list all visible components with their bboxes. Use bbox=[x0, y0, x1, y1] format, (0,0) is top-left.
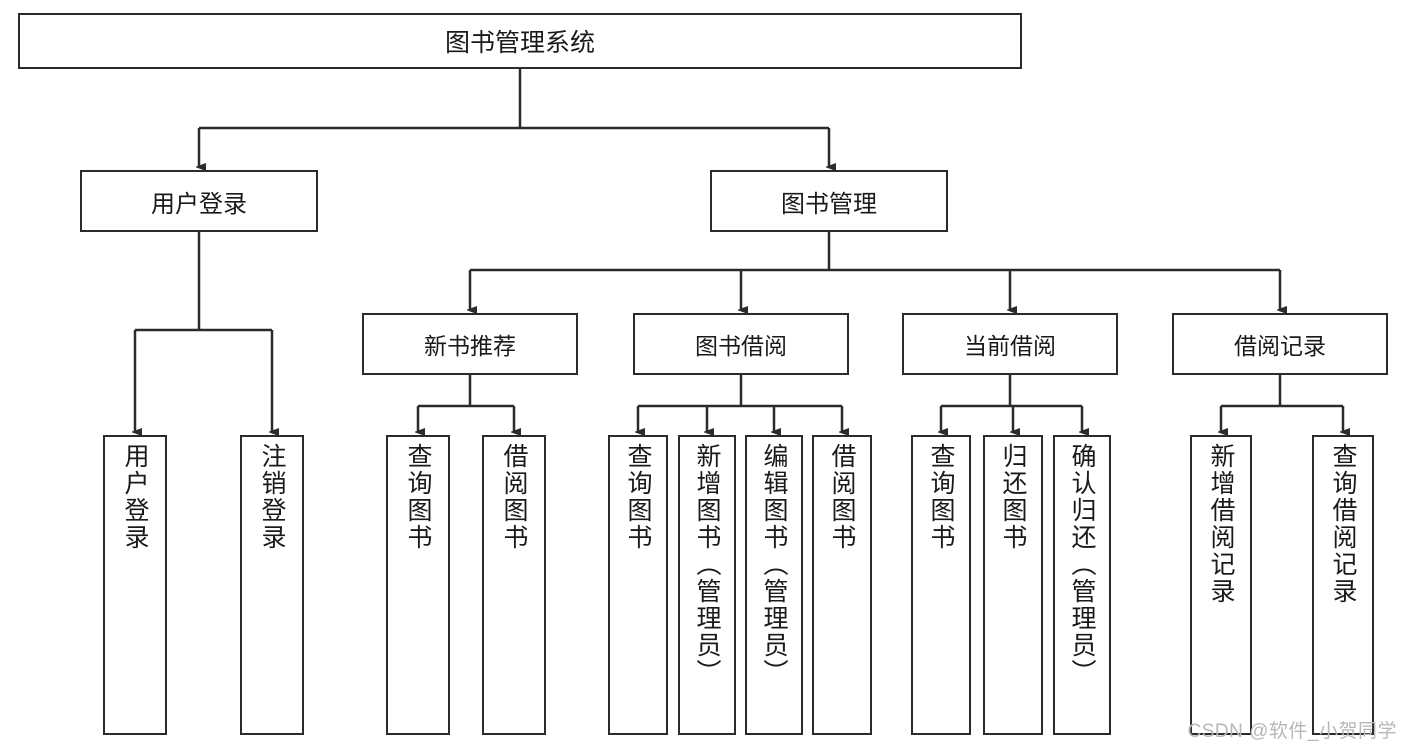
node-label-vertical: 借阅图书 bbox=[828, 443, 856, 551]
node-label: 图书借阅 bbox=[695, 333, 787, 359]
node-leaf-confirm-return[interactable]: 确认归还（管理员） bbox=[1053, 435, 1111, 735]
node-label-vertical: 查询图书 bbox=[624, 443, 652, 551]
node-book-borrow[interactable]: 图书借阅 bbox=[633, 313, 849, 375]
node-label: 用户登录 bbox=[151, 190, 247, 218]
node-leaf-query-book-2[interactable]: 查询图书 bbox=[608, 435, 668, 735]
node-label: 新书推荐 bbox=[424, 333, 516, 359]
node-leaf-query-book-3[interactable]: 查询图书 bbox=[911, 435, 971, 735]
node-label-vertical: 注销登录 bbox=[258, 443, 286, 551]
node-label-vertical: 查询图书 bbox=[404, 443, 432, 551]
node-current-borrow[interactable]: 当前借阅 bbox=[902, 313, 1118, 375]
node-label-vertical: 查询借阅记录 bbox=[1329, 443, 1357, 605]
node-leaf-query-book-1[interactable]: 查询图书 bbox=[386, 435, 450, 735]
node-label: 借阅记录 bbox=[1234, 333, 1326, 359]
node-leaf-edit-book[interactable]: 编辑图书（管理员） bbox=[745, 435, 803, 735]
node-leaf-add-book[interactable]: 新增图书（管理员） bbox=[678, 435, 736, 735]
node-borrow-record[interactable]: 借阅记录 bbox=[1172, 313, 1388, 375]
node-root-label: 图书管理系统 bbox=[444, 29, 595, 57]
node-leaf-borrow-book-2[interactable]: 借阅图书 bbox=[812, 435, 872, 735]
node-leaf-user-login[interactable]: 用户登录 bbox=[103, 435, 167, 735]
node-root[interactable]: 图书管理系统 bbox=[18, 13, 1022, 69]
node-label-vertical: 新增借阅记录 bbox=[1207, 443, 1235, 605]
node-label-vertical: 确认归还（管理员） bbox=[1068, 443, 1096, 686]
csdn-watermark: CSDN @软件_小贺同学 bbox=[1187, 721, 1397, 742]
node-leaf-query-record[interactable]: 查询借阅记录 bbox=[1312, 435, 1374, 735]
node-leaf-add-record[interactable]: 新增借阅记录 bbox=[1190, 435, 1252, 735]
node-label: 当前借阅 bbox=[964, 333, 1056, 359]
node-leaf-logout[interactable]: 注销登录 bbox=[240, 435, 304, 735]
node-leaf-return-book[interactable]: 归还图书 bbox=[983, 435, 1043, 735]
node-label-vertical: 归还图书 bbox=[999, 443, 1027, 551]
node-user-login[interactable]: 用户登录 bbox=[80, 170, 318, 232]
node-label-vertical: 用户登录 bbox=[121, 443, 149, 551]
node-label-vertical: 查询图书 bbox=[927, 443, 955, 551]
node-new-book-rec[interactable]: 新书推荐 bbox=[362, 313, 578, 375]
node-label: 图书管理 bbox=[781, 190, 877, 218]
node-book-manage[interactable]: 图书管理 bbox=[710, 170, 948, 232]
node-label-vertical: 新增图书（管理员） bbox=[693, 443, 721, 686]
node-label-vertical: 借阅图书 bbox=[500, 443, 528, 551]
node-leaf-borrow-book-1[interactable]: 借阅图书 bbox=[482, 435, 546, 735]
node-label-vertical: 编辑图书（管理员） bbox=[760, 443, 788, 686]
